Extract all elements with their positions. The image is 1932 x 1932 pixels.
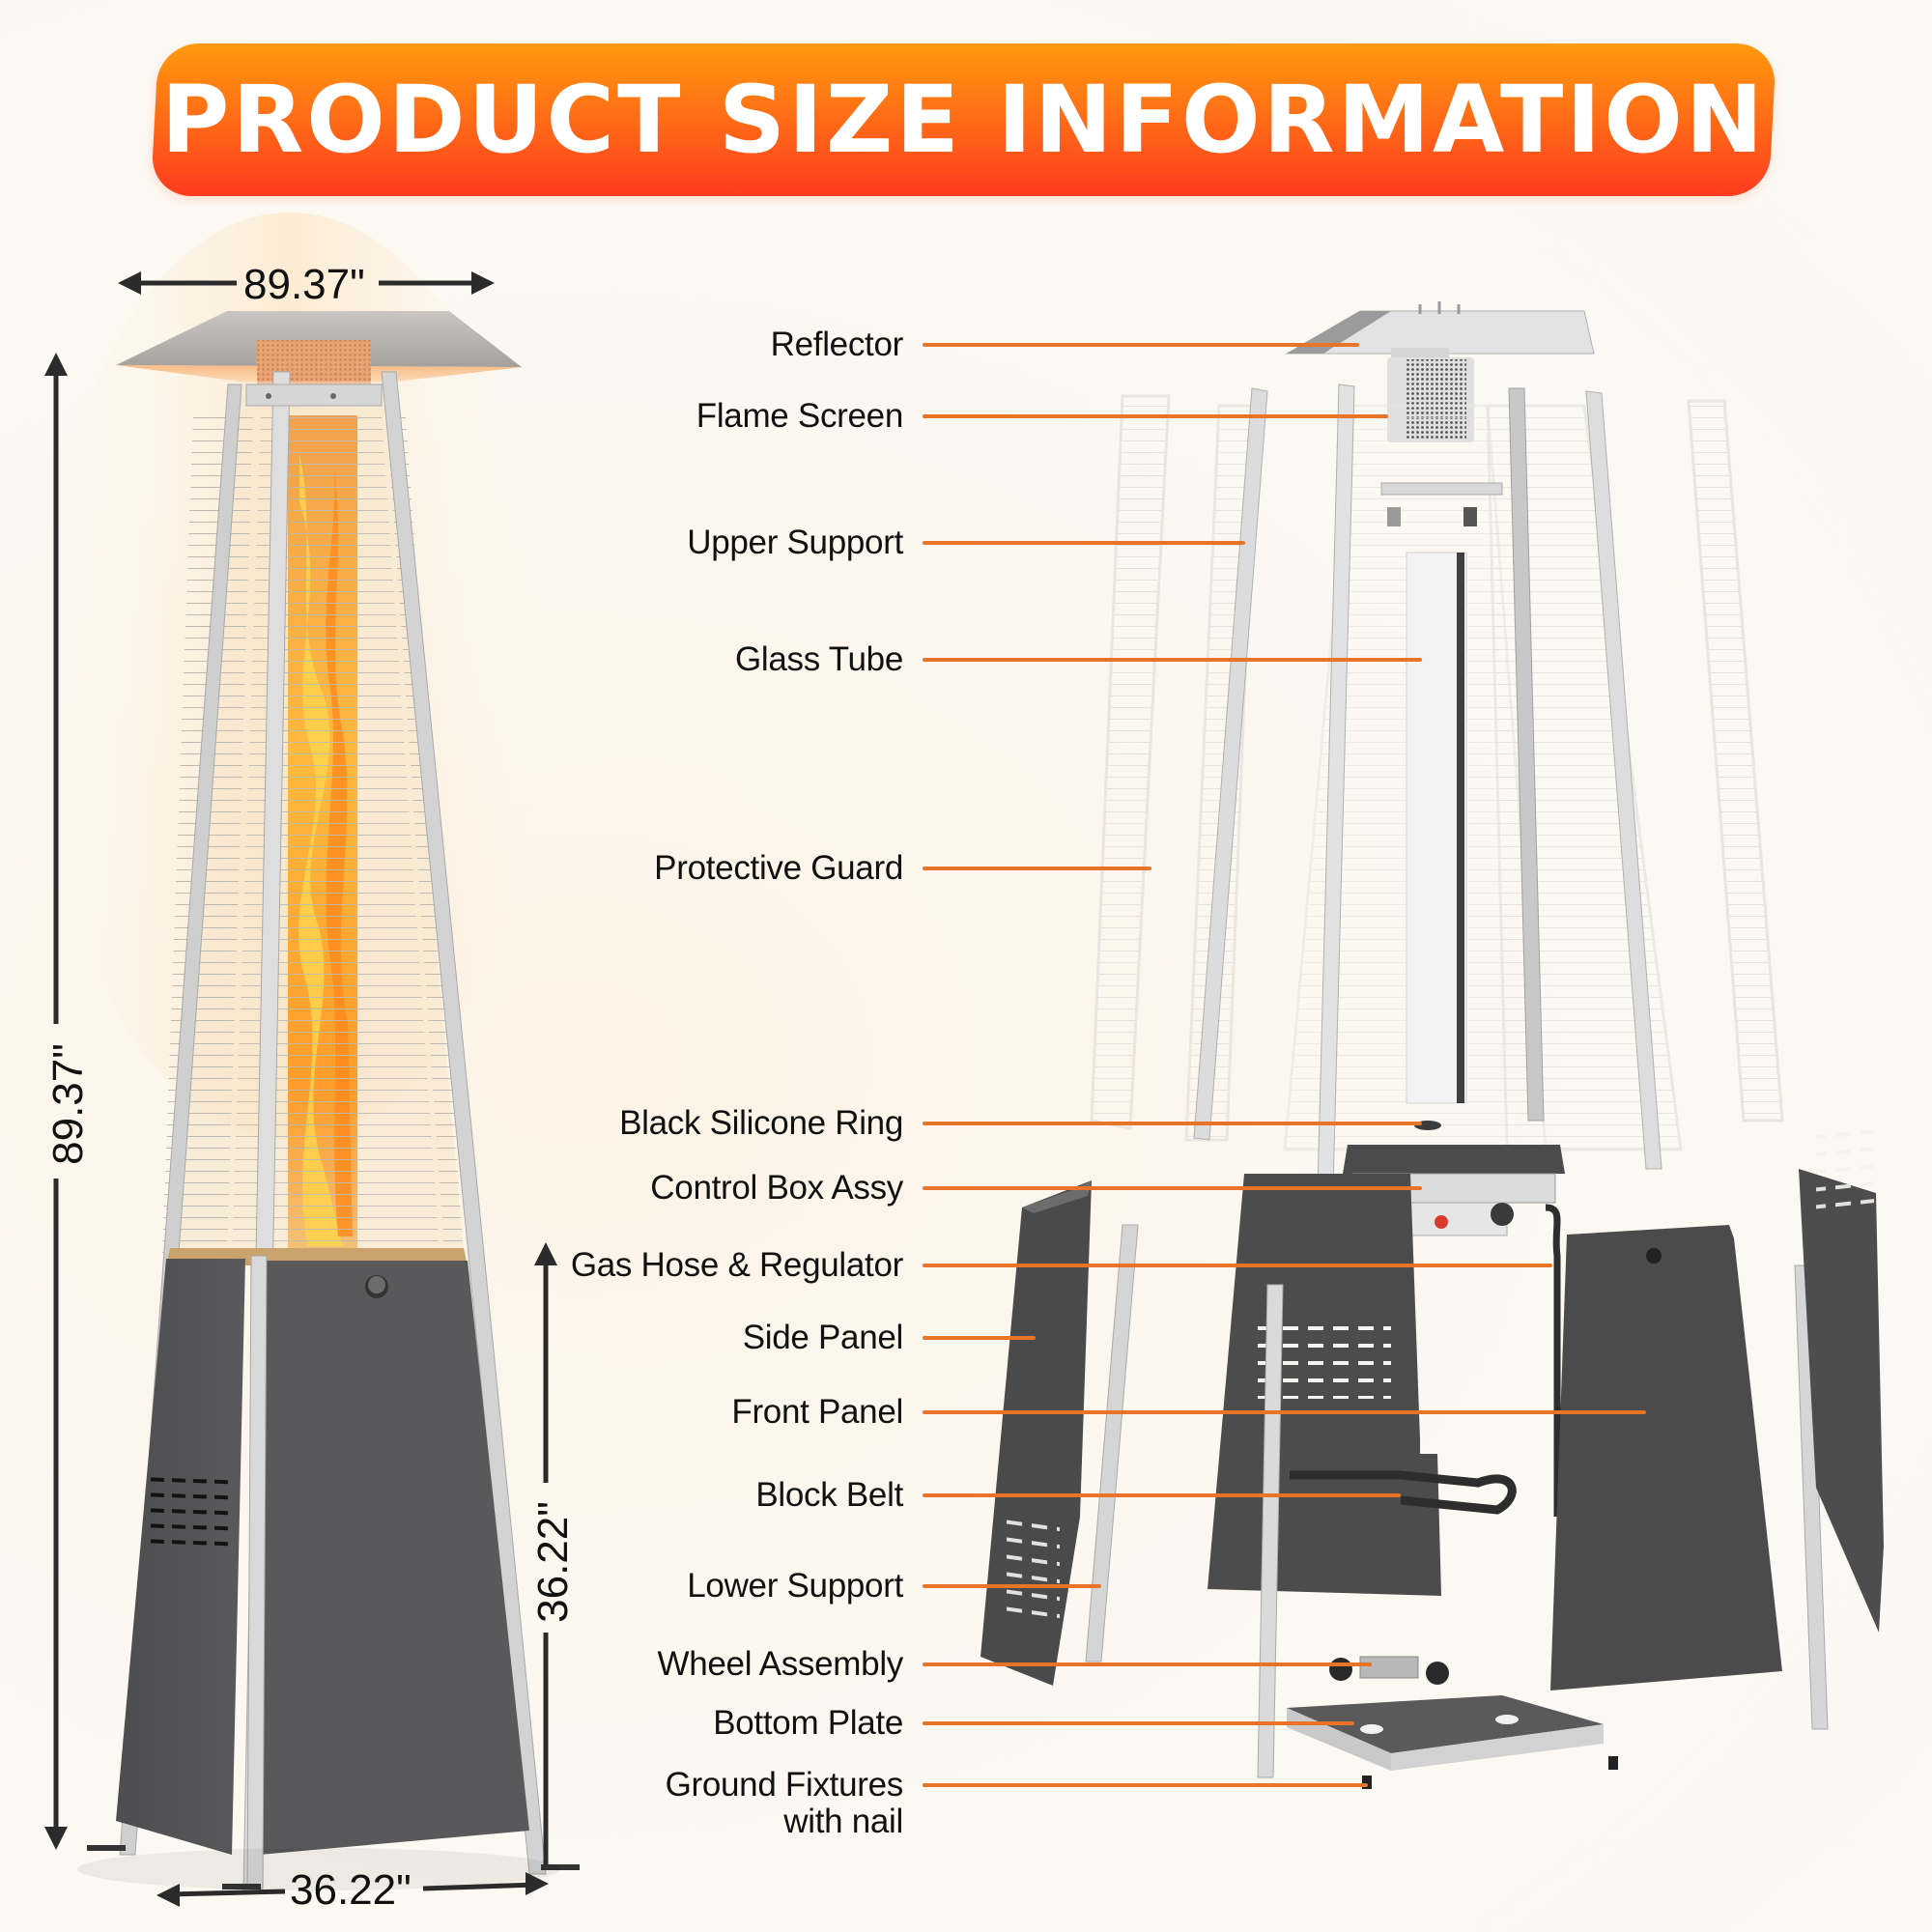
callout-protective-guard: Protective Guard <box>654 849 903 887</box>
top-width-dimension: 89.37" <box>243 261 365 308</box>
callout-wheel-assembly: Wheel Assembly <box>657 1645 903 1683</box>
callout-control-box-assy: Control Box Assy <box>650 1169 903 1207</box>
callout-lower-support: Lower Support <box>687 1567 903 1605</box>
callout-reflector: Reflector <box>770 326 904 363</box>
page-title: PRODUCT SIZE INFORMATION <box>160 66 1767 174</box>
base-width-dimension: 36.22" <box>290 1866 412 1914</box>
callout-glass-tube: Glass Tube <box>734 640 903 678</box>
callout-black-silicone-ring: Black Silicone Ring <box>619 1104 903 1142</box>
callout-upper-support: Upper Support <box>687 524 903 561</box>
dimension-lines <box>44 271 557 1907</box>
callout-block-belt: Block Belt <box>755 1476 903 1514</box>
callout-bottom-plate: Bottom Plate <box>713 1704 903 1742</box>
callout-gas-hose-regulator: Gas Hose & Regulator <box>570 1246 903 1284</box>
callout-side-panel: Side Panel <box>742 1319 904 1356</box>
callout-ground-fixtures-line2: with nail <box>783 1803 903 1840</box>
callout-front-panel: Front Panel <box>731 1393 903 1431</box>
callout-flame-screen: Flame Screen <box>696 397 904 435</box>
callout-ground-fixtures: Ground Fixtures <box>665 1766 904 1804</box>
